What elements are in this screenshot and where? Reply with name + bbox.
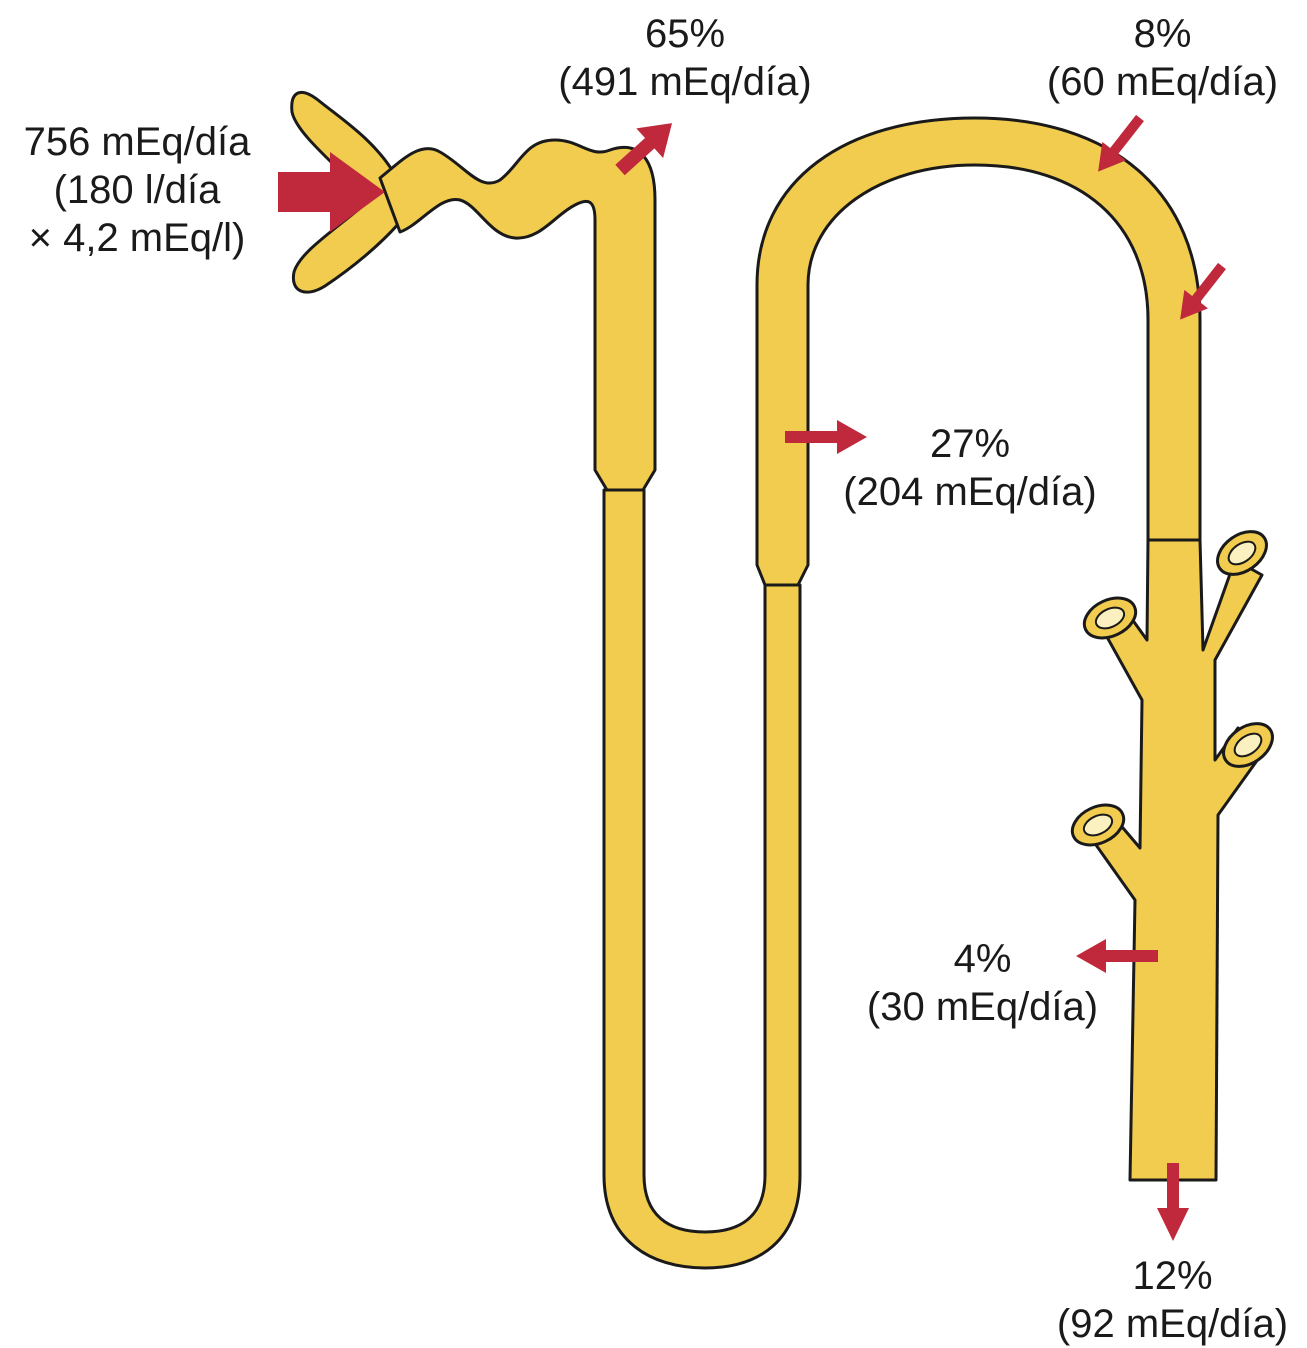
loop-label: 27% (204 mEq/día) [825, 420, 1115, 516]
distal-label: 8% (60 mEq/día) [1030, 10, 1295, 106]
collecting-percent: 4% [850, 935, 1115, 983]
collecting-duct [1066, 523, 1281, 1180]
proximal-percent: 65% [540, 10, 830, 58]
excreted-percent: 12% [1040, 1252, 1305, 1300]
proximal-label: 65% (491 mEq/día) [540, 10, 830, 106]
loop-of-henle-thin [604, 490, 800, 1268]
collecting-label: 4% (30 mEq/día) [850, 935, 1115, 1031]
excreted-label: 12% (92 mEq/día) [1040, 1252, 1305, 1348]
loop-percent: 27% [825, 420, 1115, 468]
distal-amount: (60 mEq/día) [1030, 58, 1295, 106]
collecting-amount: (30 mEq/día) [850, 983, 1115, 1031]
filtered-load-line2: (180 l/día [4, 166, 270, 214]
proximal-tubule [380, 140, 655, 490]
loop-amount: (204 mEq/día) [825, 468, 1115, 516]
filtered-load-line3: × 4,2 mEq/l) [4, 214, 270, 262]
proximal-amount: (491 mEq/día) [540, 58, 830, 106]
distal-percent: 8% [1030, 10, 1295, 58]
excreted-amount: (92 mEq/día) [1040, 1300, 1305, 1348]
filtered-load-label: 756 mEq/día (180 l/día × 4,2 mEq/l) [4, 118, 270, 262]
filtered-load-line1: 756 mEq/día [4, 118, 270, 166]
